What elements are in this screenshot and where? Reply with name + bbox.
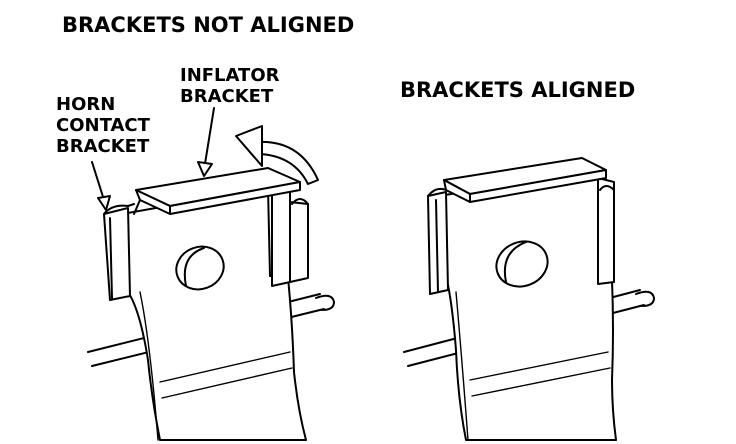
horn-contact-bracket-label: HORN CONTACT BRACKET bbox=[56, 94, 150, 157]
right-mounting-hole bbox=[495, 240, 549, 288]
not-aligned-title: BRACKETS NOT ALIGNED bbox=[62, 13, 355, 37]
inflator-bracket-label: INFLATOR BRACKET bbox=[180, 65, 280, 107]
not-aligned-assembly bbox=[87, 107, 335, 441]
left-inflator-bracket bbox=[133, 167, 301, 215]
horn-contact-bracket-label-line-3: BRACKET bbox=[56, 136, 150, 157]
right-horn-tab bbox=[271, 187, 309, 287]
inflator-bracket-label-line-2: BRACKET bbox=[180, 86, 274, 107]
right-plate-details bbox=[455, 291, 611, 441]
right-inflator-bracket bbox=[427, 157, 607, 203]
left-leader-lines bbox=[91, 107, 215, 211]
left-mounting-hole bbox=[175, 245, 225, 291]
horn-contact-bracket-label-line-1: HORN bbox=[56, 94, 116, 115]
aligned-title: BRACKETS ALIGNED bbox=[400, 78, 636, 102]
left-plate-details bbox=[139, 291, 293, 441]
left-horn-contact-plate bbox=[121, 187, 307, 441]
left-horn-tab bbox=[103, 203, 135, 301]
horn-contact-bracket-label-line-2: CONTACT bbox=[56, 115, 150, 136]
right-left-tab bbox=[427, 191, 449, 295]
right-horn-contact-plate bbox=[437, 171, 617, 441]
aligned-assembly bbox=[403, 157, 655, 441]
right-right-tab bbox=[597, 177, 615, 285]
inflator-bracket-label-line-1: INFLATOR bbox=[180, 65, 280, 86]
rotation-arrow-icon bbox=[235, 125, 319, 185]
